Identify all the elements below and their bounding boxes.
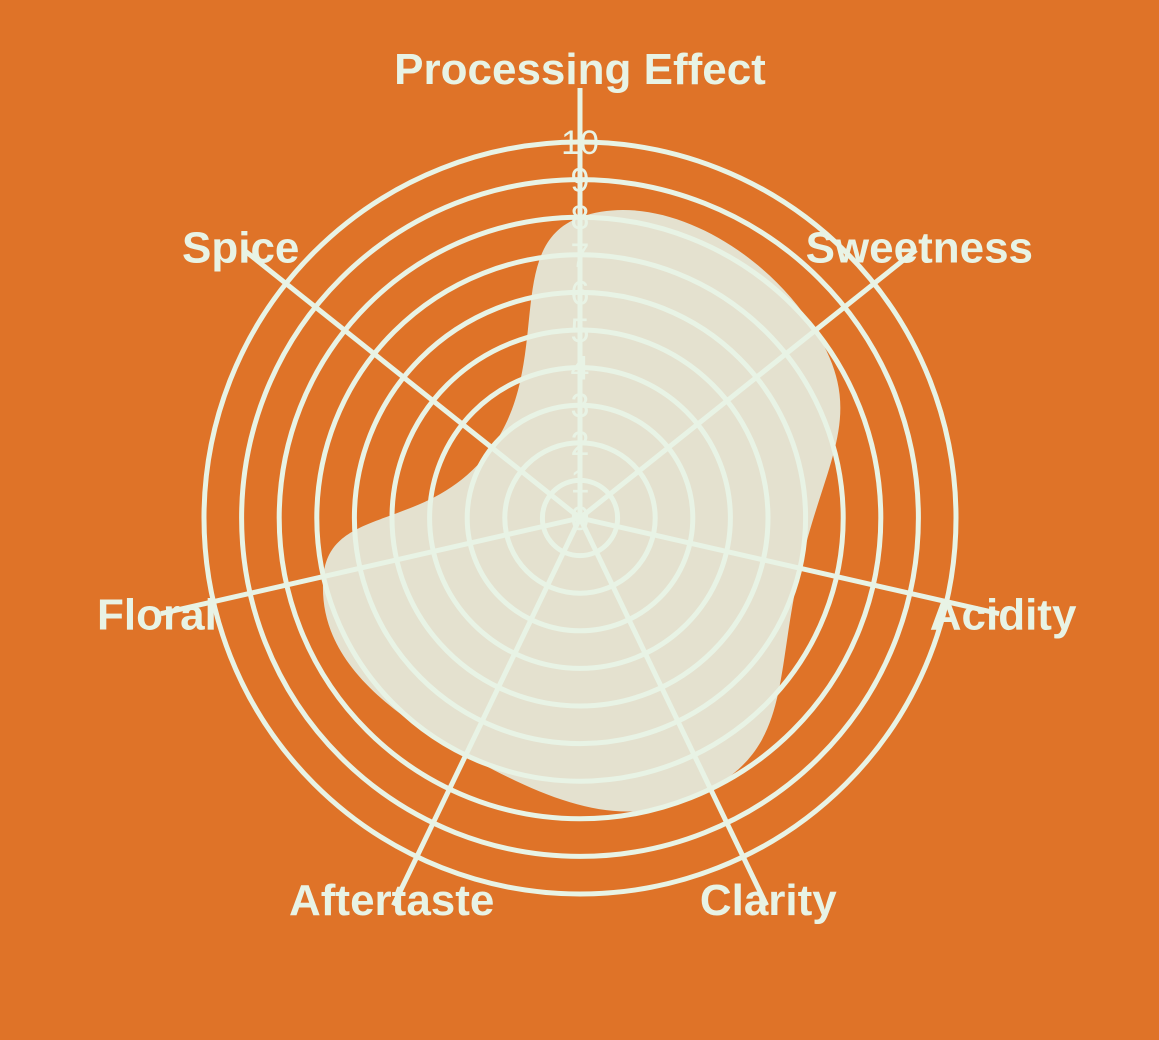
axis-spoke-3 (577, 516, 769, 907)
axis-label-acidity: Acidity (930, 591, 1077, 640)
tick-label-9: 9 (571, 162, 590, 200)
axis-spoke-6 (242, 247, 582, 520)
axis-spoke-2 (579, 515, 1000, 617)
grid-layer (160, 88, 1000, 907)
axis-label-processing-effect: Processing Effect (394, 45, 766, 94)
axis-label-sweetness: Sweetness (806, 223, 1033, 272)
tick-label-3: 3 (571, 387, 590, 425)
axis-spoke-5 (160, 515, 581, 617)
axis-label-layer: Processing EffectSweetnessAcidityClarity… (97, 45, 1077, 925)
axis-label-floral: Floral (97, 591, 217, 640)
tick-label-10: 10 (561, 124, 599, 162)
axis-spoke-4 (391, 516, 583, 907)
axis-label-aftertaste: Aftertaste (289, 876, 494, 925)
axis-label-clarity: Clarity (700, 876, 837, 925)
axis-label-spice: Spice (182, 223, 299, 272)
tick-label-7: 7 (571, 237, 590, 275)
tick-label-1: 1 (571, 462, 590, 500)
axis-spoke-1 (578, 247, 918, 520)
tick-label-8: 8 (571, 199, 590, 237)
tick-label-4: 4 (571, 350, 590, 388)
tick-label-2: 2 (571, 425, 590, 463)
tick-label-0: 0 (571, 500, 590, 538)
tick-label-6: 6 (571, 274, 590, 312)
tick-label-5: 5 (571, 312, 590, 350)
